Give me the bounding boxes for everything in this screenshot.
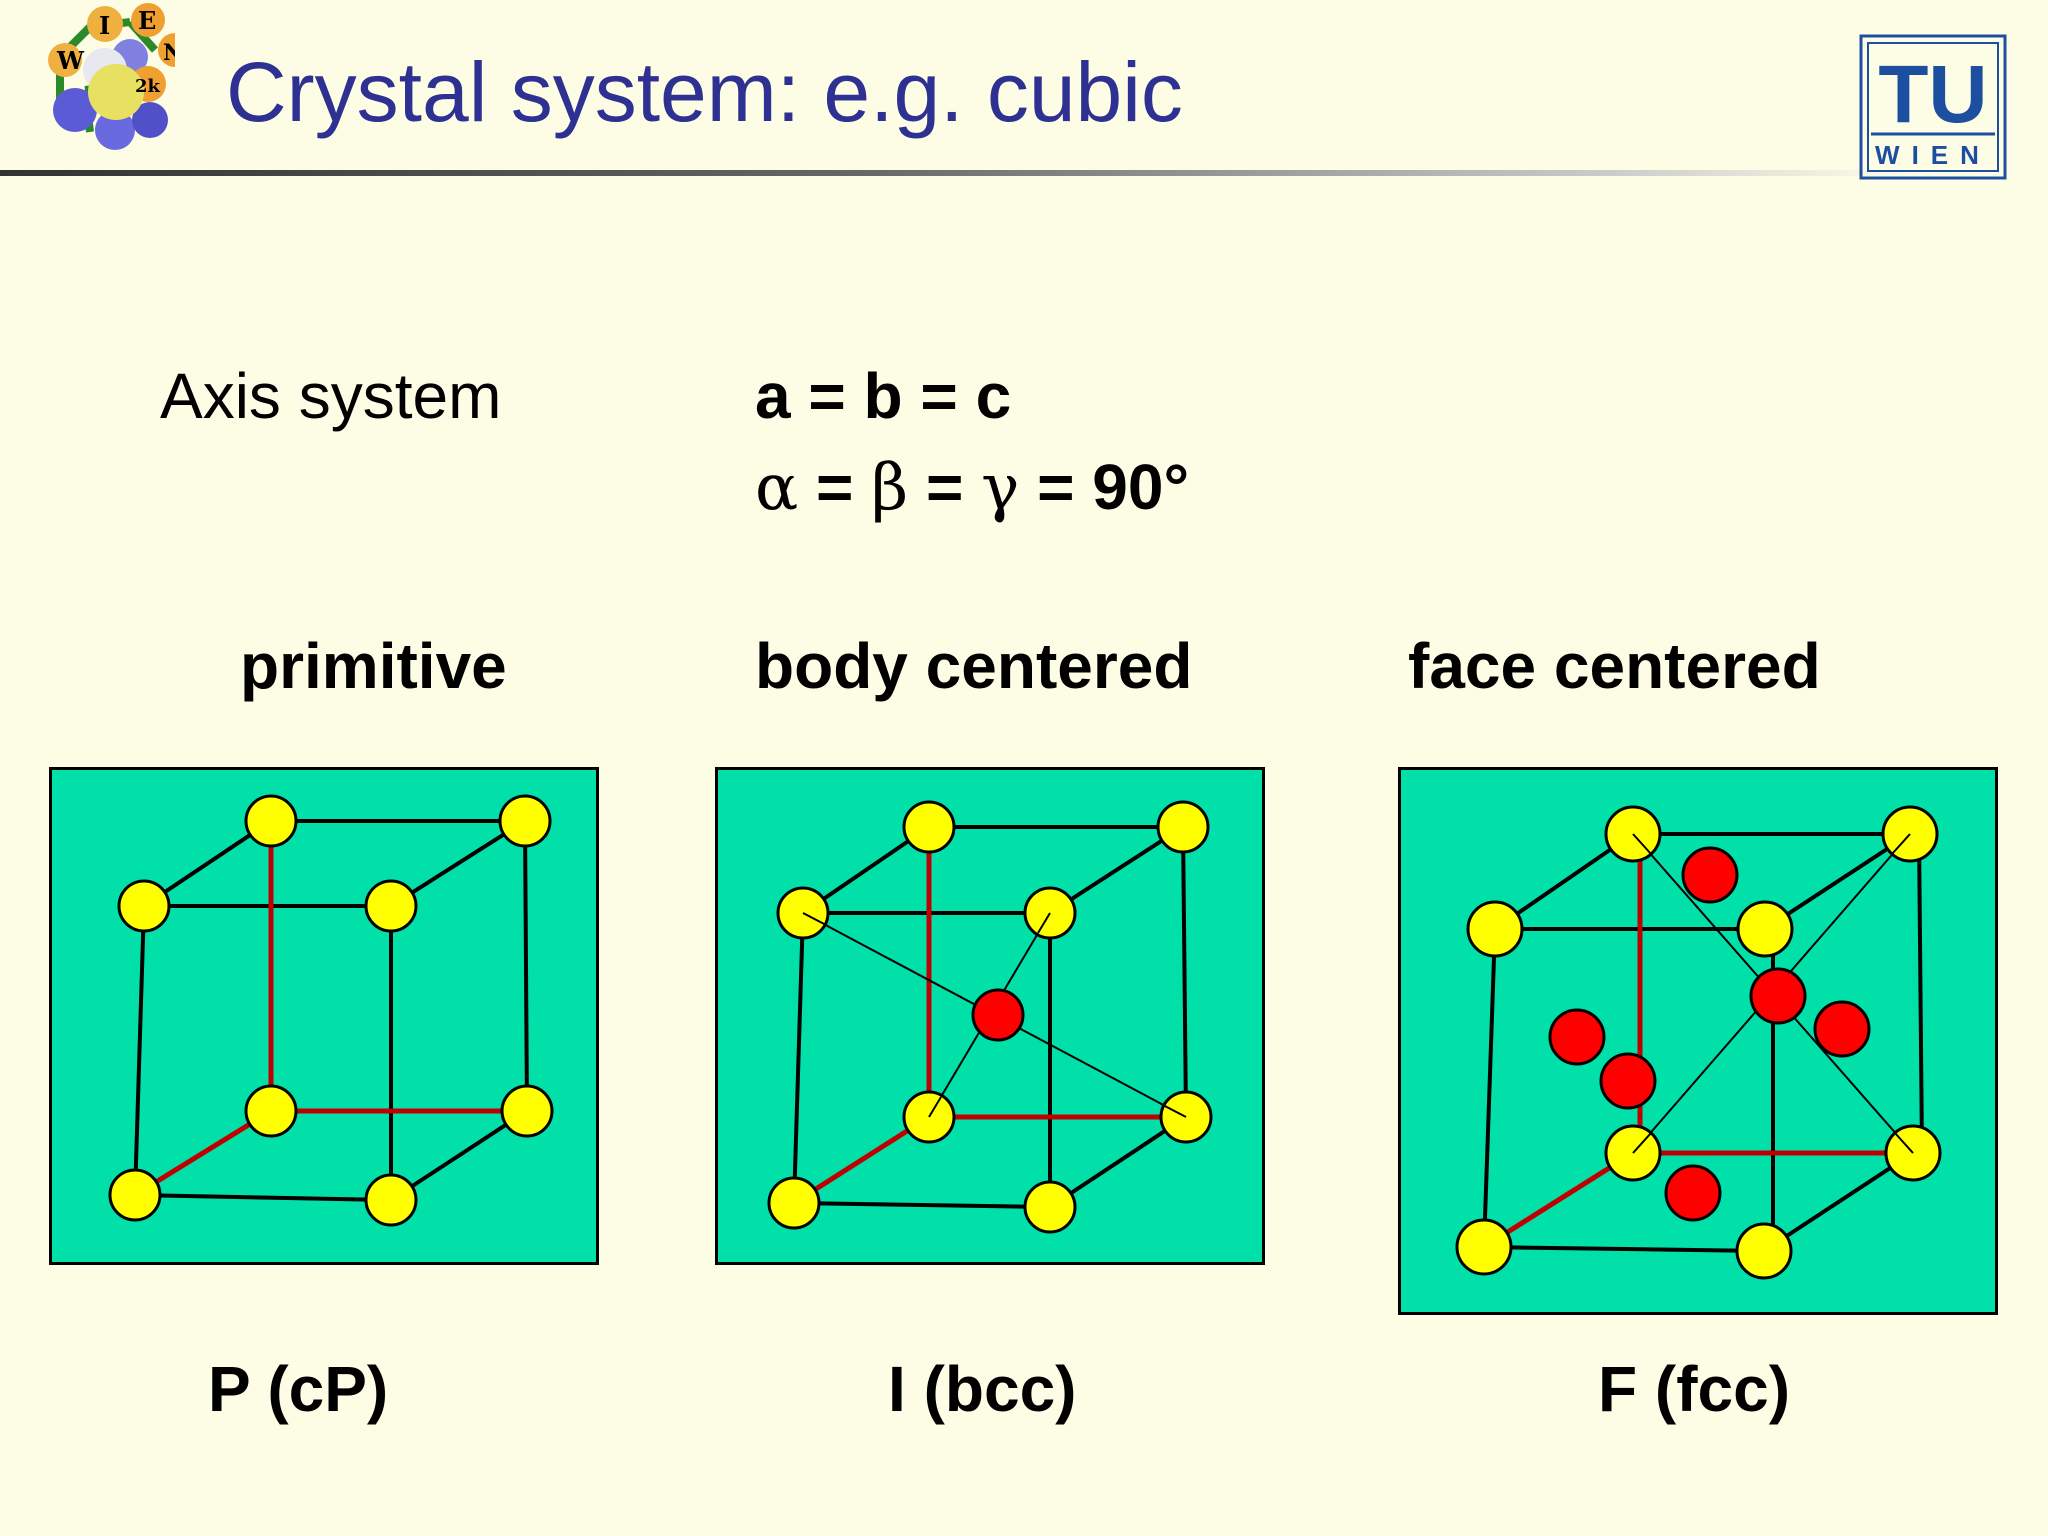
corner-atom xyxy=(364,1173,418,1227)
corner-atom xyxy=(1735,1222,1793,1280)
cell-edge xyxy=(793,1201,1051,1209)
face-center-atom xyxy=(1599,1052,1657,1110)
corner-atom xyxy=(767,1176,821,1230)
wien2k-letter-n: N xyxy=(163,40,175,66)
face-center-atom xyxy=(1681,846,1739,904)
face-centered-heading: face centered xyxy=(1408,630,1821,702)
cell-edge xyxy=(1048,1115,1188,1209)
tu-wien-logo-icon: TU WIEN xyxy=(1859,34,2007,180)
face-centered-cubic-cell xyxy=(1398,767,1998,1315)
corner-atom xyxy=(1466,900,1524,958)
wien2k-logo-icon: W I E N 2k xyxy=(48,3,192,150)
body-centered-cubic-cell xyxy=(715,767,1265,1265)
cell-edge xyxy=(1763,832,1912,931)
primitive-cubic-cell xyxy=(49,767,599,1265)
corner-atom xyxy=(117,879,171,933)
body-centered-heading: body centered xyxy=(755,630,1193,702)
corner-atom xyxy=(244,794,298,848)
tu-wien-logo: TU WIEN xyxy=(1859,34,2007,185)
cell-edge xyxy=(1483,1245,1765,1253)
cell-edge xyxy=(523,820,529,1112)
wien2k-letter-2k: 2k xyxy=(135,76,161,97)
face-center-atom xyxy=(1749,967,1807,1025)
primitive-symbol: P (cP) xyxy=(208,1353,389,1425)
equals-sign: = xyxy=(908,451,982,523)
center-atom xyxy=(971,988,1025,1042)
tu-logo-top: TU xyxy=(1878,49,1987,140)
cell-edge xyxy=(1762,1151,1915,1253)
cell-edge xyxy=(389,1109,529,1202)
cell-edge xyxy=(792,912,805,1204)
cell-edge xyxy=(134,1193,392,1202)
corner-atom xyxy=(498,794,552,848)
wien2k-letter-i: I xyxy=(99,11,110,40)
primitive-heading: primitive xyxy=(240,630,507,702)
equals-sign: = xyxy=(798,451,872,523)
corner-atom xyxy=(108,1168,162,1222)
cell-edge xyxy=(1917,833,1924,1154)
page-title: Crystal system: e.g. cubic xyxy=(226,45,1183,139)
axis-edge xyxy=(133,1108,273,1198)
face-centered-symbol: F (fcc) xyxy=(1598,1353,1790,1425)
cell-edge xyxy=(133,905,146,1196)
wien2k-letter-w: W xyxy=(56,46,85,75)
axis-edge xyxy=(1482,1150,1635,1250)
axis-edge xyxy=(792,1114,931,1206)
face-center-atom xyxy=(1548,1008,1606,1066)
cell-edge xyxy=(1482,928,1497,1248)
corner-atom xyxy=(364,879,418,933)
corner-atom xyxy=(500,1084,554,1138)
wien2k-letter-e: E xyxy=(138,6,156,35)
axis-lengths-equation: a = b = c xyxy=(755,360,1012,432)
axis-angles-equation: α = β = γ = 90° xyxy=(755,455,1189,520)
face-center-atom xyxy=(1813,1000,1871,1058)
face-center-atom xyxy=(1664,1164,1722,1222)
angle-value: = 90° xyxy=(1019,451,1190,523)
corner-atom xyxy=(1736,900,1794,958)
body-centered-symbol: I (bcc) xyxy=(888,1353,1077,1425)
header-divider xyxy=(0,170,1900,176)
corner-atom xyxy=(902,800,956,854)
axis-system-label: Axis system xyxy=(160,360,502,432)
beta-symbol: β xyxy=(871,451,909,525)
corner-atom xyxy=(1023,1180,1077,1234)
cell-edge xyxy=(1181,826,1188,1118)
alpha-symbol: α xyxy=(755,451,799,525)
corner-atom xyxy=(244,1084,298,1138)
corner-atom xyxy=(1455,1218,1513,1276)
tu-logo-bottom: WIEN xyxy=(1875,140,1991,170)
wien2k-logo: W I E N 2k xyxy=(30,2,192,167)
corner-atom xyxy=(1156,800,1210,854)
gamma-symbol: γ xyxy=(981,451,1020,525)
